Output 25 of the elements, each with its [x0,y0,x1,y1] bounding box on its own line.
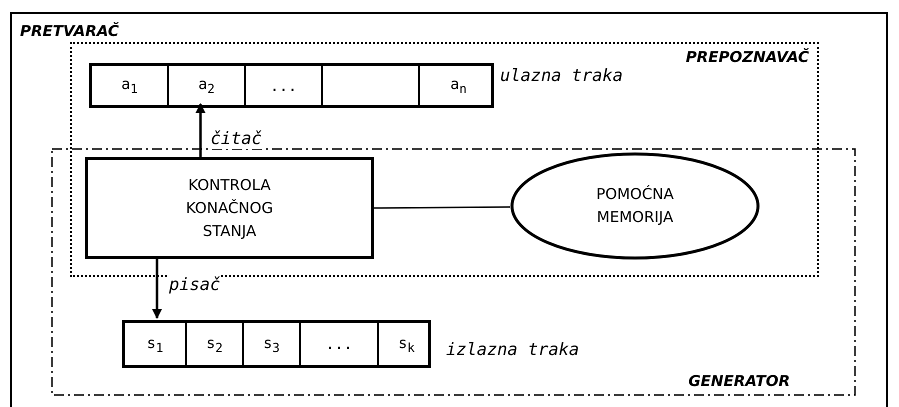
tape [89,63,494,108]
group-title: PRETVARAČ [20,22,119,40]
arrow [196,103,206,157]
tape [122,320,431,368]
edge-label: pisač [169,274,220,294]
connector-line [374,206,510,209]
tape-caption: ulazna traka [500,66,623,86]
cell-symbol: s$_{k}$ [398,334,415,354]
node-label: POMOĆNA MEMORIJA [595,184,675,228]
tape-caption: izlazna traka [446,340,580,360]
group-title: PREPOZNAVAČ [686,48,809,66]
cell-symbol: s$_{2}$ [206,334,223,354]
group-title: GENERATOR [688,372,790,390]
cell-symbol: a$_{2}$ [198,75,215,96]
process-box [85,157,374,259]
arrow [152,259,162,319]
edge-label: čitač [210,128,262,148]
node-label: KONTROLA KONAČNOG STANJA [184,174,274,242]
cell-symbol: s$_{3}$ [263,334,280,354]
cell-symbol: ... [270,76,298,94]
cell-symbol: ... [325,335,353,353]
cell-symbol: a$_{n}$ [450,75,467,96]
cell-symbol: a$_{1}$ [121,75,138,96]
memory-ellipse [510,152,760,260]
cell-symbol: s$_{1}$ [146,334,164,354]
